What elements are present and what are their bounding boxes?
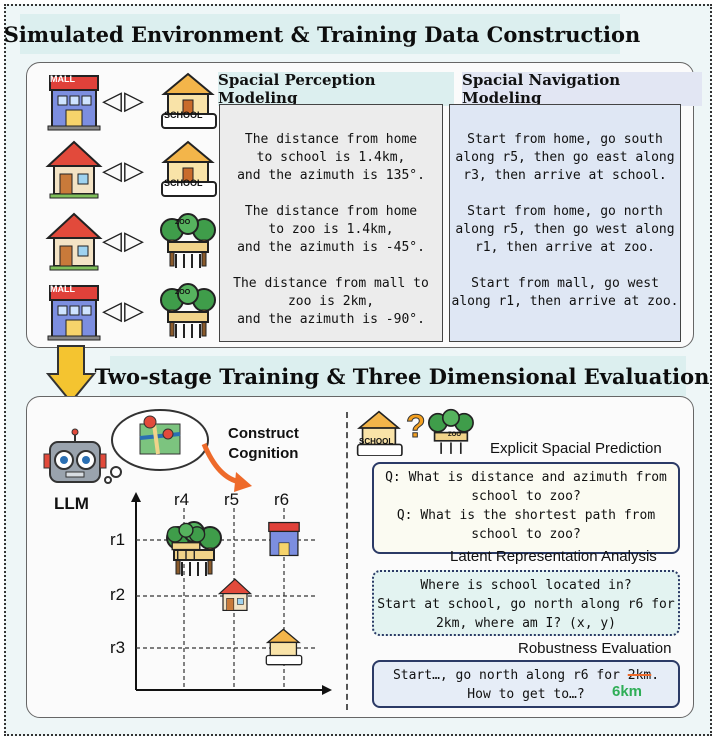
navigation-line: Start from mall, go west: [471, 276, 659, 291]
pair-arrows-4: ◁▷: [102, 296, 146, 326]
grid-row-r1: r1: [110, 530, 126, 549]
construct-label-line1: Construct: [228, 425, 299, 442]
grid-row-r3: r3: [110, 638, 126, 657]
grid-school-icon: [265, 628, 303, 666]
construct-label-line2: Cognition: [228, 445, 299, 462]
robust-line-1: Start…, go north along r6 for 2km.: [374, 666, 678, 685]
perception-line: The distance from home: [244, 132, 418, 147]
navigation-paragraph: Start from home, go south along r5, then …: [450, 131, 680, 185]
robot-icon: [43, 428, 107, 483]
explicit-box: Q: What is distance and azimuth from sch…: [372, 462, 680, 554]
explicit-line-2: school to zoo?: [471, 489, 581, 504]
explicit-line-3: Q: What is the shortest path from: [396, 508, 656, 523]
construct-label: Construct Cognition: [228, 424, 299, 464]
navigation-header: Spacial Navigation Modeling: [462, 71, 702, 107]
perception-paragraph: The distance from home to school is 1.4km…: [220, 131, 442, 185]
perception-line: The distance from mall to: [233, 276, 429, 291]
robust-label: Robustness Evaluation: [518, 640, 672, 657]
latent-box: Where is school located in? Start at sch…: [372, 570, 680, 636]
bottom-title: Two-stage Training & Three Dimensional E…: [94, 364, 710, 389]
mall-sign-1: MALL: [50, 74, 75, 84]
navigation-line: Start from home, go south: [467, 132, 663, 147]
small-school-sign: SCHOOL: [359, 437, 394, 446]
pair-arrows-1: ◁▷: [102, 86, 146, 116]
perception-line: to zoo is 1.4km,: [268, 222, 394, 237]
perception-box: The distance from home to school is 1.4km…: [219, 104, 443, 342]
question-mark: ?: [406, 408, 427, 445]
navigation-paragraph: Start from home, go north along r5, then …: [450, 203, 680, 257]
robust-box: Start…, go north along r6 for 2km. How t…: [372, 660, 680, 708]
mall-sign-2: MALL: [50, 284, 75, 294]
school-sign-1: SCHOOL: [164, 110, 203, 120]
robust-strike: 2km: [627, 668, 652, 683]
vertical-separator: [346, 412, 348, 710]
llm-label: LLM: [54, 494, 89, 513]
navigation-paragraph: Start from mall, go west along r1, then a…: [450, 275, 680, 311]
zoo-sign-2: ZOO: [175, 289, 191, 296]
grid-mall-icon: [268, 521, 300, 557]
grid-house-icon: [217, 578, 253, 611]
explicit-line-4: school to zoo?: [471, 527, 581, 542]
perception-line: zoo is 2km,: [287, 294, 375, 309]
perception-header: Spacial Perception Modeling: [218, 71, 454, 107]
grid-zoo-icon: [166, 522, 206, 561]
perception-paragraph: The distance from home to zoo is 1.4km, an…: [220, 203, 442, 257]
small-zoo-sign: ZOO: [448, 432, 461, 438]
navigation-line: along r5, then go west along: [455, 222, 675, 237]
latent-line-2: Start at school, go north along r6 for: [377, 597, 675, 612]
perception-line: and the azimuth is 135°.: [237, 168, 425, 183]
pair-arrows-3: ◁▷: [102, 226, 146, 256]
navigation-line: r3, then arrive at school.: [463, 168, 667, 183]
latent-line-1: Where is school located in?: [420, 578, 632, 593]
school-sign-2: SCHOOL: [164, 178, 203, 188]
perception-line: and the azimuth is -45°.: [237, 240, 425, 255]
navigation-line: Start from home, go north: [467, 204, 663, 219]
perception-paragraph: The distance from mall to zoo is 2km, and …: [220, 275, 442, 329]
grid-col-r4: r4: [174, 490, 190, 509]
navigation-line: along r5, then go east along: [455, 150, 675, 165]
top-title-band: [20, 14, 620, 54]
explicit-line-1: Q: What is distance and azimuth from: [385, 470, 667, 485]
school-question-zoo-icons: [356, 408, 474, 456]
navigation-line: r1, then arrive at zoo.: [474, 240, 655, 255]
explicit-label: Explicit Spacial Prediction: [490, 440, 662, 457]
navigation-line: along r1, then arrive at zoo.: [451, 294, 679, 309]
navigation-box: Start from home, go south along r5, then …: [449, 104, 681, 342]
grid-col-r6: r6: [274, 490, 290, 509]
grid-col-r5: r5: [224, 490, 240, 509]
zoo-sign-1: ZOO: [175, 219, 191, 226]
pair-arrows-2: ◁▷: [102, 156, 146, 186]
perception-line: to school is 1.4km,: [256, 150, 406, 165]
perception-line: The distance from home: [244, 204, 418, 219]
robust-suffix: .: [651, 668, 660, 683]
latent-label: Latent Representation Analysis: [450, 548, 657, 565]
robust-new-value: 6km: [612, 683, 643, 700]
robust-line-2: How to get to…?: [467, 687, 585, 702]
down-arrow-icon: [46, 345, 96, 404]
robust-prefix: Start…, go north along r6 for: [392, 668, 628, 683]
curved-arrow-icon: [201, 443, 252, 492]
latent-line-3: 2km, where am I? (x, y): [435, 616, 616, 631]
top-title: Simulated Environment & Training Data Co…: [3, 22, 641, 47]
bottom-title-band: [110, 356, 686, 396]
perception-line: and the azimuth is -90°.: [237, 312, 425, 327]
thought-cloud: [104, 409, 209, 484]
grid-row-r2: r2: [110, 585, 126, 604]
